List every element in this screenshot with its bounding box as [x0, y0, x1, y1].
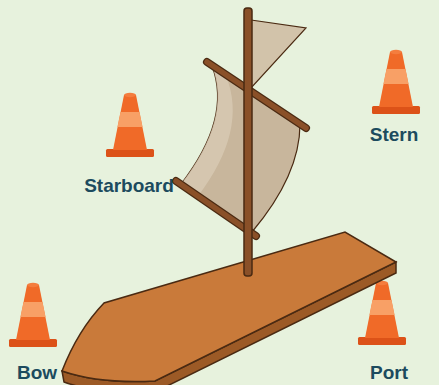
part-label: Starboard [84, 176, 174, 195]
sail [181, 66, 300, 232]
part-label: Port [370, 363, 408, 382]
part-label: Stern [370, 125, 419, 144]
sail-highlight [181, 66, 233, 196]
mast [244, 8, 252, 276]
traffic-cone [358, 281, 406, 345]
pennant-flag [251, 20, 306, 88]
part-label: Bow [17, 363, 57, 382]
traffic-cone [372, 50, 420, 114]
traffic-cone [106, 93, 154, 157]
traffic-cone [9, 283, 57, 347]
hull-deck [62, 232, 396, 382]
